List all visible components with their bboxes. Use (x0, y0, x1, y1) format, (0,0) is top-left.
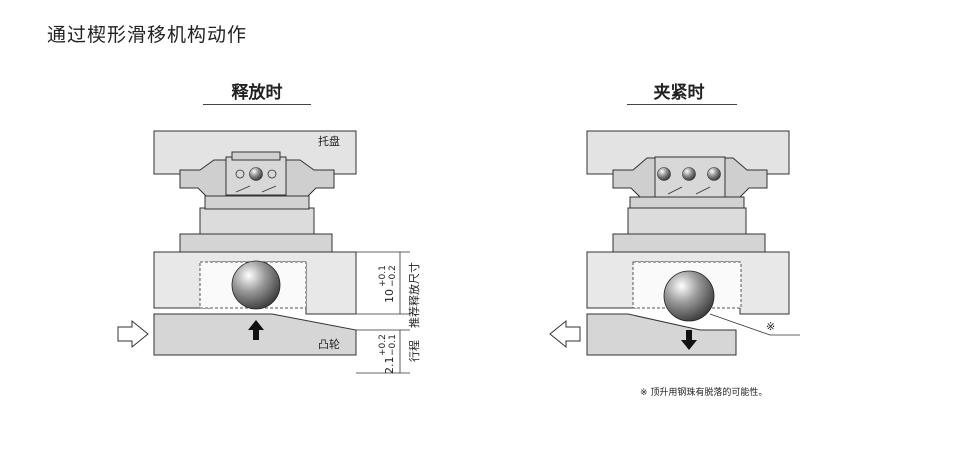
dim-release-tol-lower: −0.2 (388, 265, 398, 287)
footnote: ※ 顶升用钢珠有脱落的可能性。 (640, 388, 768, 398)
dim-stroke-label: 行程 (408, 340, 421, 362)
clamp-clamp-body (627, 207, 747, 235)
stroke-dim-group: 2.1 +0.2 −0.1 (378, 334, 398, 374)
release-panel-title: 释放时 (231, 83, 283, 103)
clamp-panel-title: 夹紧时 (653, 83, 705, 103)
clamp-lift-ball (663, 270, 715, 322)
clamp-steel-ball-left (657, 167, 671, 181)
release-steel-ball-small (249, 167, 263, 181)
clamp-cam (586, 313, 737, 356)
release-push-arrow (117, 319, 149, 349)
clamp-mark: ※ (766, 320, 775, 333)
clamp-retract-arrow (549, 319, 581, 349)
clamp-steel-ball-right (707, 167, 721, 181)
clamp-panel: ※ (549, 130, 800, 356)
release-dim-group: 10 +0.1 −0.2 (378, 265, 398, 303)
release-clamp-body (199, 207, 315, 235)
clamp-down-arrow (681, 330, 697, 350)
dim-release-tol-upper: +0.1 (378, 265, 388, 287)
dim-stroke-tol-upper: +0.2 (378, 334, 388, 356)
release-dimensions (356, 251, 410, 374)
release-up-arrow (248, 320, 264, 340)
page-title: 通过楔形滑移机构动作 (47, 24, 248, 46)
stroke-label-group: 行程 (408, 340, 421, 362)
release-title-underline (203, 104, 311, 105)
release-dim-label-group: 推荐释放尺寸 (407, 262, 421, 328)
dim-stroke-value: 2.1 (383, 357, 396, 375)
dim-stroke-tol-lower: −0.1 (388, 334, 398, 356)
release-panel: 托盘 凸轮 (117, 130, 410, 374)
dim-release-value: 10 (383, 289, 396, 303)
clamp-title-underline (627, 104, 737, 105)
cam-label: 凸轮 (318, 337, 340, 351)
release-lift-ball (231, 260, 281, 310)
pallet-label: 托盘 (318, 134, 340, 148)
clamp-steel-ball-center (682, 167, 696, 181)
clamp-leader-line (709, 313, 800, 336)
dim-release-label: 推荐释放尺寸 (407, 262, 421, 328)
